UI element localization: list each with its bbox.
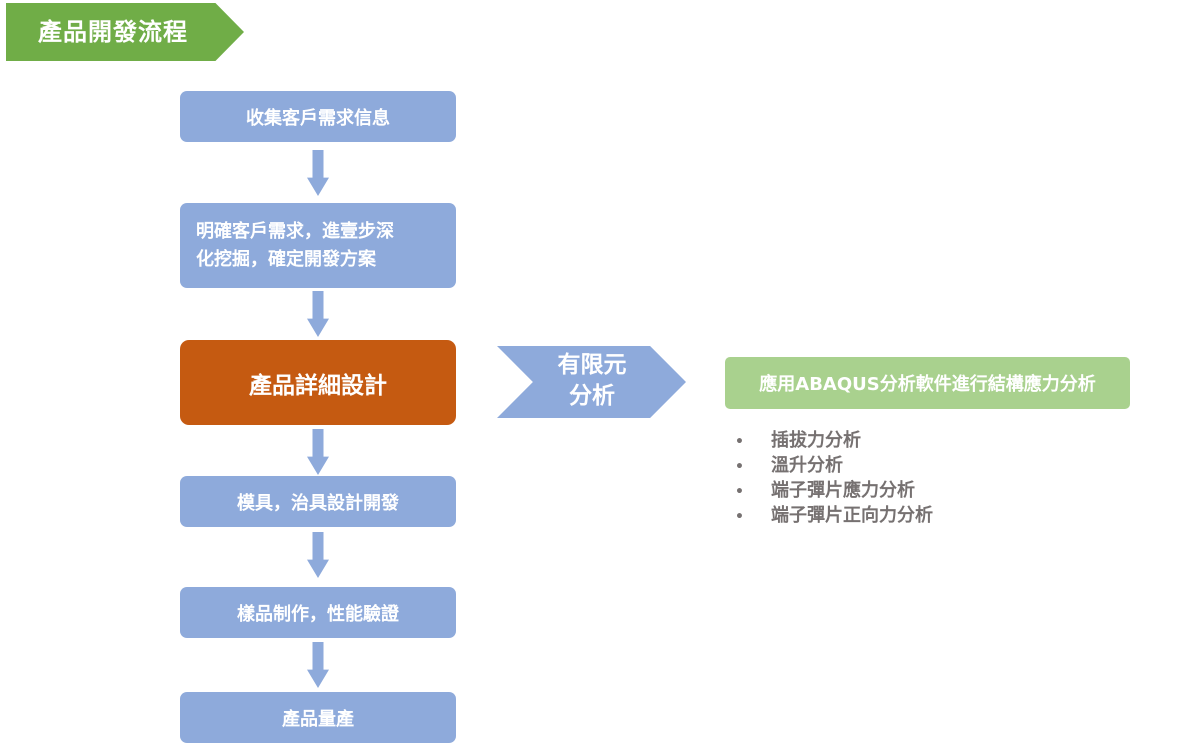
- step-label-line-1: 明確客戶需求，進壹步深: [196, 220, 394, 242]
- step-tooling-design: 模具，治具設計開發: [180, 476, 456, 527]
- step-label: 樣品制作，性能驗證: [237, 603, 399, 625]
- list-item: • 端子彈片正向力分析: [735, 503, 933, 528]
- list-item-label: 插拔力分析: [771, 430, 861, 451]
- title-banner: 產品開發流程: [6, 3, 244, 61]
- list-item: • 端子彈片應力分析: [735, 478, 933, 503]
- bullet-icon: •: [735, 509, 744, 525]
- abaqus-analysis-label: 應用ABAQUS分析軟件進行結構應力分析: [759, 374, 1096, 395]
- bullet-icon: •: [735, 459, 744, 475]
- down-arrow: [307, 532, 329, 578]
- list-item: • 溫升分析: [735, 453, 933, 478]
- down-arrow: [307, 429, 329, 475]
- down-arrow: [307, 642, 329, 688]
- fea-chevron-line-2: 分析: [569, 383, 615, 409]
- bullet-icon: •: [735, 434, 744, 450]
- bullet-icon: •: [735, 484, 744, 500]
- step-collect-requirements: 收集客戶需求信息: [180, 91, 456, 142]
- step-label: 模具，治具設計開發: [237, 492, 399, 514]
- fea-chevron-label: 有限元 分析: [537, 350, 647, 412]
- list-item-label: 溫升分析: [771, 455, 843, 476]
- step-label: 收集客戶需求信息: [246, 107, 390, 129]
- step-mass-production: 產品量產: [180, 692, 456, 743]
- fea-chevron-arrow: 有限元 分析: [497, 346, 686, 418]
- fea-chevron-line-1: 有限元: [557, 352, 627, 378]
- step-sample-verification: 樣品制作，性能驗證: [180, 587, 456, 638]
- list-item: • 插拔力分析: [735, 428, 933, 453]
- list-item-label: 端子彈片正向力分析: [771, 505, 933, 526]
- step-clarify-requirements: 明確客戶需求，進壹步深 化挖掘，確定開發方案: [180, 203, 456, 288]
- diagram-title: 產品開發流程: [38, 18, 188, 46]
- analysis-list: • 插拔力分析 • 溫升分析 • 端子彈片應力分析 • 端子彈片正向力分析: [735, 428, 933, 528]
- step-label: 產品量產: [282, 708, 354, 730]
- step-label-line-2: 化挖掘，確定開發方案: [196, 248, 376, 270]
- down-arrow: [307, 291, 329, 337]
- abaqus-analysis-box: 應用ABAQUS分析軟件進行結構應力分析: [725, 357, 1130, 409]
- step-label: 產品詳細設計: [249, 372, 387, 399]
- step-detailed-design: 產品詳細設計: [180, 340, 456, 425]
- down-arrow: [307, 150, 329, 196]
- list-item-label: 端子彈片應力分析: [771, 480, 915, 501]
